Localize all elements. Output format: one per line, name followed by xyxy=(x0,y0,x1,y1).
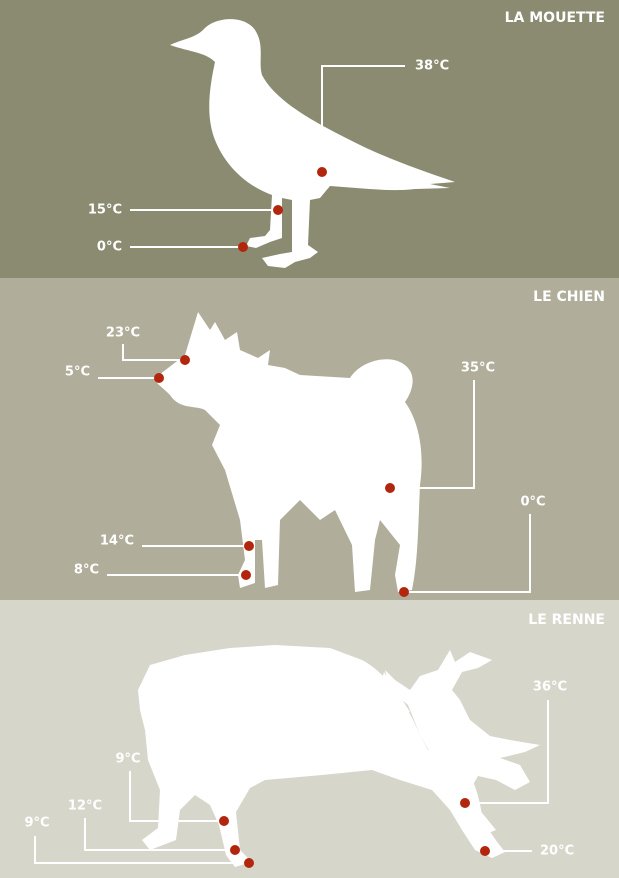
temperature-marker xyxy=(244,858,254,868)
temperature-label: 35°C xyxy=(461,361,495,376)
temperature-marker xyxy=(317,167,327,177)
temperature-marker xyxy=(241,570,251,580)
panel-title: LE RENNE xyxy=(528,612,605,628)
panel-title: LE CHIEN xyxy=(533,289,605,305)
temperature-label: 8°C xyxy=(74,563,99,578)
temperature-label: 14°C xyxy=(100,534,134,549)
temperature-label: 36°C xyxy=(533,680,567,695)
temperature-label: 0°C xyxy=(97,240,122,255)
temperature-marker xyxy=(460,798,470,808)
temperature-marker xyxy=(244,541,254,551)
panel-dog: LE CHIEN 23°C 5°C 35°C 0°C xyxy=(0,278,619,600)
temperature-marker xyxy=(238,242,248,252)
temperature-label: 0°C xyxy=(520,495,545,510)
temperature-label: 9°C xyxy=(115,752,140,767)
panel-title: LA MOUETTE xyxy=(505,10,605,26)
temperature-marker xyxy=(180,355,190,365)
temperature-label: 15°C xyxy=(88,203,122,218)
panel-gull: LA MOUETTE 38°C 15°C 0°C xyxy=(0,0,619,278)
temperature-label: 38°C xyxy=(415,59,449,74)
temperature-marker xyxy=(230,845,240,855)
temperature-label: 12°C xyxy=(68,799,102,814)
temperature-marker xyxy=(399,587,409,597)
temperature-marker xyxy=(219,816,229,826)
temperature-marker xyxy=(480,846,490,856)
temperature-label: 23°C xyxy=(106,326,140,341)
temperature-marker xyxy=(385,483,395,493)
temperature-label: 20°C xyxy=(540,844,574,859)
temperature-marker xyxy=(154,373,164,383)
panel-reindeer: LE RENNE 36°C 9°C 12°C 9°C xyxy=(0,600,619,878)
temperature-label: 9°C xyxy=(24,816,49,831)
temperature-label: 5°C xyxy=(65,365,90,380)
temperature-marker xyxy=(273,205,283,215)
